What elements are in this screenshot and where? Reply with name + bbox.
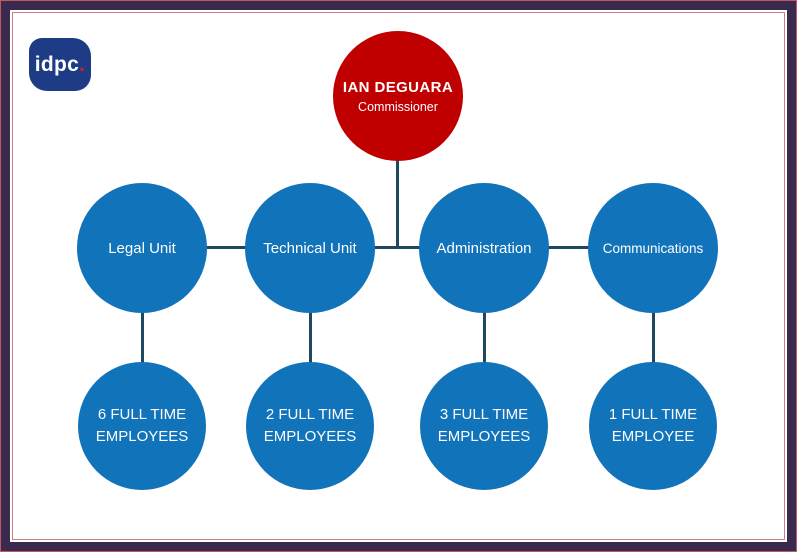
node-administration: Administration (419, 183, 549, 313)
unit-label: Administration (436, 239, 532, 257)
node-administration-staff: 3 FULL TIME EMPLOYEES (420, 362, 548, 490)
staff-label: 3 FULL TIME EMPLOYEES (437, 405, 531, 446)
node-communications: Communications (588, 183, 718, 313)
node-commissioner: IAN DEGUARA Commissioner (333, 31, 463, 161)
node-legal-unit: Legal Unit (77, 183, 207, 313)
commissioner-name: IAN DEGUARA (342, 78, 454, 96)
connector-communications-to-staff (652, 246, 655, 428)
node-technical-staff: 2 FULL TIME EMPLOYEES (246, 362, 374, 490)
commissioner-title: Commissioner (358, 99, 438, 114)
node-communications-staff: 1 FULL TIME EMPLOYEE (589, 362, 717, 490)
unit-label: Legal Unit (108, 239, 176, 257)
staff-label: 2 FULL TIME EMPLOYEES (263, 405, 357, 446)
connector-technical-to-staff (309, 246, 312, 428)
node-legal-staff: 6 FULL TIME EMPLOYEES (78, 362, 206, 490)
unit-label: Communications (602, 240, 704, 256)
staff-label: 1 FULL TIME EMPLOYEE (608, 405, 698, 446)
connector-legal-to-staff (141, 246, 144, 428)
idpc-logo-dot: . (79, 52, 86, 76)
staff-label: 6 FULL TIME EMPLOYEES (95, 405, 189, 446)
node-technical-unit: Technical Unit (245, 183, 375, 313)
unit-label: Technical Unit (263, 239, 357, 257)
connector-root-vertical (396, 96, 399, 248)
idpc-logo: idpc. (29, 38, 91, 91)
idpc-logo-text: idpc (34, 52, 80, 76)
connector-administration-to-staff (483, 246, 486, 428)
